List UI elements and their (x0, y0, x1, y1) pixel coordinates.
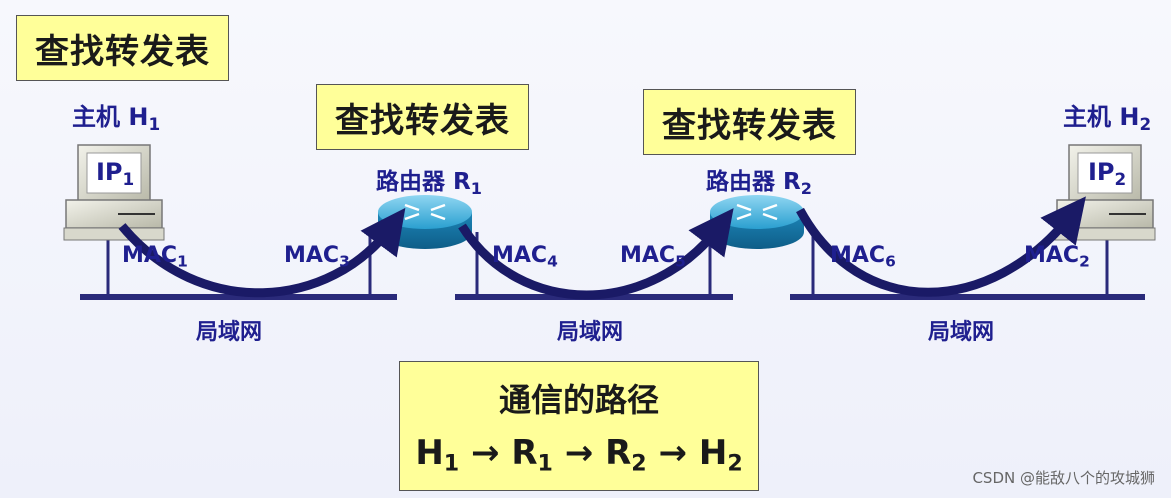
watermark: CSDN @能敌八个的攻城狮 (972, 469, 1155, 487)
mac-label-6: MAC6 (830, 243, 896, 271)
lookup-box-host1: 查找转发表 (16, 15, 229, 81)
lan-label-1: 局域网 (196, 320, 263, 345)
lan-segment-3 (790, 232, 1145, 300)
route-arrow: → (471, 433, 500, 474)
mac-label-3: MAC3 (284, 243, 350, 271)
router2-icon (710, 195, 804, 249)
mac-label-2: MAC2 (1024, 243, 1090, 271)
route-node-r1: R1 (511, 433, 553, 477)
route-node-h2: H2 (698, 433, 743, 477)
host1-computer-icon (63, 144, 165, 241)
route-arrow: → (658, 433, 688, 474)
route-node-r2: R2 (605, 433, 647, 477)
mac-label-5: MAC5 (620, 243, 686, 271)
path-route: H1 → R1 → R2 → H2 (415, 433, 742, 477)
host2-ip: IP2 (1088, 158, 1127, 190)
lookup-box-router1: 查找转发表 (316, 84, 529, 150)
path-arrow-r2-h2 (796, 196, 1086, 297)
path-arrow-r1-r2 (458, 208, 734, 300)
host2-label: 主机 H2 (1063, 103, 1152, 135)
path-arrow-h1-r1 (118, 207, 406, 298)
lookup-box-router2: 查找转发表 (643, 89, 856, 155)
router1-icon (378, 195, 472, 249)
path-title: 通信的路径 (498, 381, 659, 420)
lan-label-2: 局域网 (557, 320, 624, 345)
route-arrow: → (564, 433, 594, 474)
host1-ip: IP1 (96, 158, 135, 190)
host1-label: 主机 H1 (72, 103, 161, 135)
mac-label-4: MAC4 (492, 243, 558, 271)
communication-path-box: 通信的路径 H1 → R1 → R2 → H2 (399, 361, 759, 491)
lan-label-3: 局域网 (928, 320, 995, 345)
router1-label: 路由器 R1 (376, 169, 482, 198)
route-node-h1: H1 (415, 433, 460, 477)
mac-label-1: MAC1 (122, 243, 188, 271)
router2-label: 路由器 R2 (706, 169, 812, 198)
